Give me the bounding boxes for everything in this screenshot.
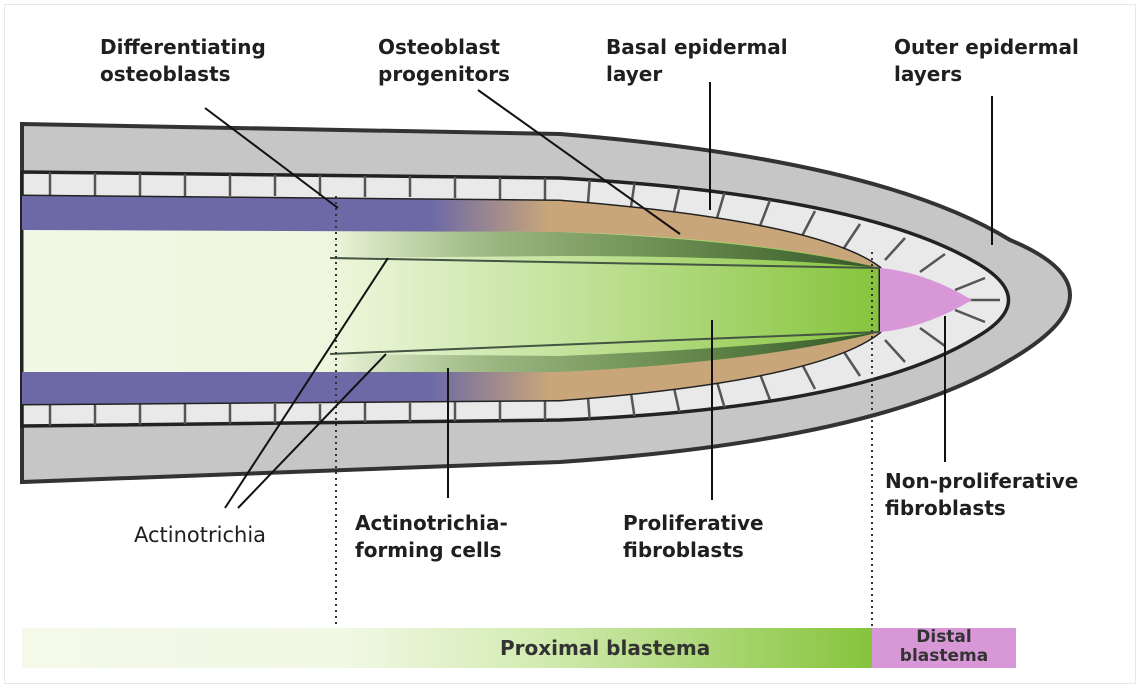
label-basal-epidermal-layer: Basal epidermal layer <box>606 34 788 88</box>
distal-blastema-label: Distal blastema <box>880 628 1008 666</box>
label-line: forming cells <box>355 537 508 564</box>
label-actinotrichia-forming-cells: Actinotrichia- forming cells <box>355 510 508 564</box>
label-line: Actinotrichia- <box>355 510 508 537</box>
label-line: Outer epidermal <box>894 34 1079 61</box>
label-non-proliferative-fibroblasts: Non-proliferative fibroblasts <box>885 468 1078 522</box>
label-line: progenitors <box>378 61 510 88</box>
label-line: Basal epidermal <box>606 34 788 61</box>
label-line: Actinotrichia <box>134 522 266 549</box>
label-line: layers <box>894 61 1079 88</box>
label-line: fibroblasts <box>885 495 1078 522</box>
label-line: blastema <box>880 647 1008 666</box>
label-line: Proliferative <box>623 510 764 537</box>
label-line: Non-proliferative <box>885 468 1078 495</box>
label-proliferative-fibroblasts: Proliferative fibroblasts <box>623 510 764 564</box>
label-osteoblast-progenitors: Osteoblast progenitors <box>378 34 510 88</box>
label-line: layer <box>606 61 788 88</box>
label-line: osteoblasts <box>100 61 266 88</box>
proximal-blastema-label: Proximal blastema <box>500 634 710 662</box>
label-outer-epidermal-layers: Outer epidermal layers <box>894 34 1079 88</box>
label-actinotrichia: Actinotrichia <box>134 522 266 549</box>
label-line: Differentiating <box>100 34 266 61</box>
label-line: fibroblasts <box>623 537 764 564</box>
proximal-blastema-bar <box>22 628 872 668</box>
label-line: Distal <box>880 628 1008 647</box>
label-differentiating-osteoblasts: Differentiating osteoblasts <box>100 34 266 88</box>
label-line: Osteoblast <box>378 34 510 61</box>
